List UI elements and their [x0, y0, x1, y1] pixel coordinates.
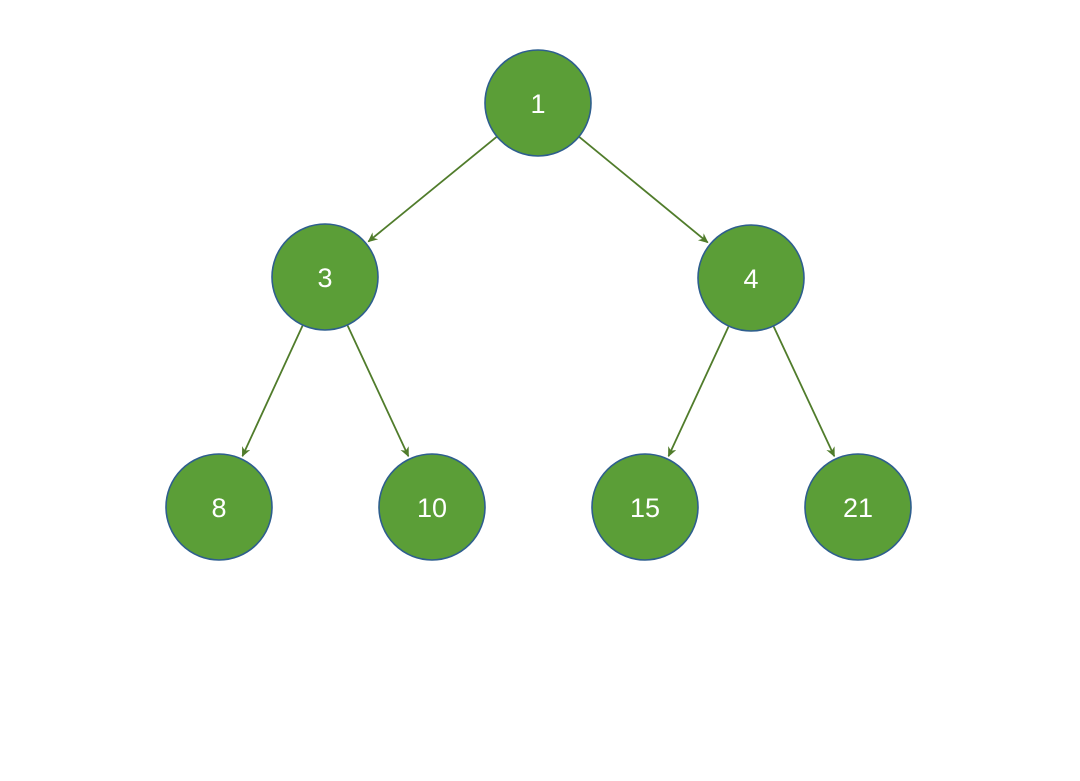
node-circle-1	[484, 49, 592, 157]
node-label-8: 8	[211, 493, 226, 523]
edge-arrow-n4-n15	[667, 325, 730, 458]
node-circle-21	[804, 453, 912, 561]
node-label-3: 3	[317, 263, 332, 293]
tree-node-4: 4	[697, 224, 805, 332]
edge-arrow-n3-n8	[241, 324, 304, 458]
node-label-21: 21	[843, 493, 873, 523]
tree-node-1: 1	[484, 49, 592, 157]
tree-node-21: 21	[804, 453, 912, 561]
node-circle-4	[697, 224, 805, 332]
node-label-4: 4	[743, 264, 758, 294]
tree-node-3: 3	[271, 223, 379, 331]
node-circle-15	[591, 453, 699, 561]
tree-node-10: 10	[378, 453, 486, 561]
edge-arrow-n4-n21	[772, 325, 836, 458]
node-label-1: 1	[530, 89, 545, 119]
edge-arrow-n1-n3	[367, 135, 498, 243]
edge-arrow-n1-n4	[578, 135, 709, 244]
node-label-15: 15	[630, 493, 660, 523]
tree-node-8: 8	[165, 453, 273, 561]
node-circle-3	[271, 223, 379, 331]
edge-arrow-n3-n10	[346, 324, 410, 458]
tree-node-15: 15	[591, 453, 699, 561]
node-label-10: 10	[417, 493, 447, 523]
node-circle-10	[378, 453, 486, 561]
edges-layer	[241, 135, 836, 458]
node-circle-8	[165, 453, 273, 561]
nodes-layer: 1 3 4 8 10 15 21	[165, 49, 912, 561]
